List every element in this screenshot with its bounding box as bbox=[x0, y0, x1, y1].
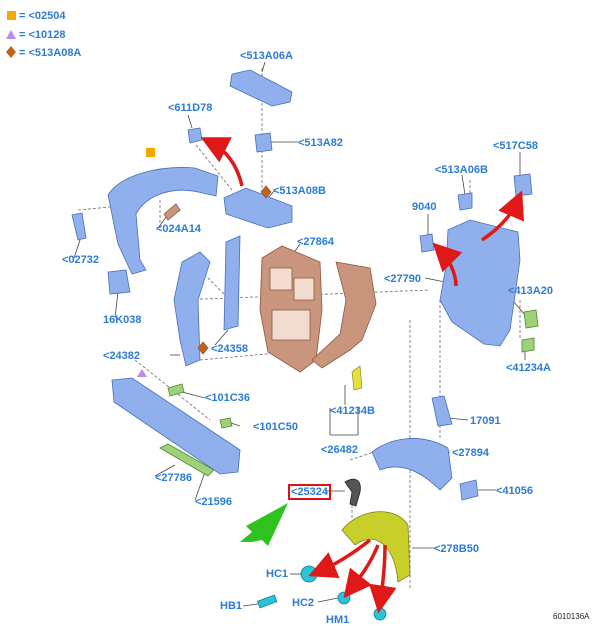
label-513a82[interactable]: <513A82 bbox=[298, 137, 343, 149]
part-diamond-24358 bbox=[197, 341, 209, 355]
label-9040[interactable]: 9040 bbox=[412, 201, 437, 213]
part-9040 bbox=[419, 233, 435, 253]
green-pointer-arrow-icon bbox=[240, 503, 288, 546]
blue-body-parts bbox=[71, 69, 533, 501]
legend-diamond-icon bbox=[6, 46, 16, 58]
part-517c58 bbox=[513, 173, 533, 197]
label-513a08b[interactable]: <513A08B bbox=[273, 185, 326, 197]
part-27864 bbox=[259, 245, 323, 373]
part-41056 bbox=[459, 479, 479, 501]
label-513a06a[interactable]: <513A06A bbox=[240, 50, 293, 62]
label-16k038[interactable]: 16K038 bbox=[103, 314, 142, 326]
part-513a06a bbox=[229, 69, 293, 107]
part-wheelhouse-front bbox=[107, 167, 219, 275]
legend-triangle-icon bbox=[6, 30, 16, 39]
label-hc1[interactable]: HC1 bbox=[266, 568, 289, 580]
part-hm1 bbox=[373, 607, 387, 621]
legend-triangle-text: = <10128 bbox=[19, 29, 66, 41]
marker-triangle-icon bbox=[137, 369, 147, 377]
label-hb1[interactable]: HB1 bbox=[220, 600, 243, 612]
legend-diamond-text: = <513A08A bbox=[19, 47, 82, 59]
label-24358[interactable]: <24358 bbox=[211, 343, 249, 355]
part-611d78 bbox=[187, 127, 203, 144]
part-101c50 bbox=[219, 417, 233, 429]
label-278b50[interactable]: <278B50 bbox=[434, 543, 479, 555]
part-24358 bbox=[223, 235, 241, 331]
label-41234b[interactable]: <41234B bbox=[330, 405, 375, 417]
part-27894 bbox=[371, 438, 453, 491]
part-27786 bbox=[159, 443, 215, 477]
part-25324 bbox=[344, 478, 361, 507]
label-101c50[interactable]: <101C50 bbox=[253, 421, 298, 433]
label-27786[interactable]: <27786 bbox=[155, 472, 193, 484]
label-517c58[interactable]: <517C58 bbox=[493, 140, 538, 152]
marker-square-icon bbox=[146, 148, 155, 157]
leader-lines bbox=[73, 61, 526, 607]
red-callout-arrows bbox=[200, 137, 524, 614]
label-26482[interactable]: <26482 bbox=[321, 444, 359, 456]
legend-square-text: = <02504 bbox=[19, 10, 66, 22]
part-hc2 bbox=[337, 591, 351, 605]
label-413a20[interactable]: <413A20 bbox=[508, 285, 553, 297]
label-17091[interactable]: 17091 bbox=[470, 415, 501, 427]
label-513a06b[interactable]: <513A06B bbox=[435, 164, 488, 176]
part-diamond-513a08b bbox=[260, 185, 272, 199]
label-27864[interactable]: <27864 bbox=[297, 236, 335, 248]
label-02732[interactable]: <02732 bbox=[62, 254, 100, 266]
part-17091 bbox=[431, 395, 453, 427]
part-413a20 bbox=[523, 309, 539, 329]
part-hc1 bbox=[300, 565, 318, 583]
part-101c36 bbox=[167, 383, 185, 397]
part-41234b bbox=[351, 365, 363, 391]
bronze-body-parts bbox=[163, 185, 377, 373]
part-513a82 bbox=[254, 132, 273, 153]
label-611d78[interactable]: <611D78 bbox=[168, 102, 213, 114]
part-41234a bbox=[521, 337, 535, 353]
figure-reference-code: 6010136A bbox=[553, 612, 590, 621]
label-41234a[interactable]: <41234A bbox=[506, 362, 551, 374]
part-rocker-panel bbox=[111, 377, 241, 475]
part-hinge-pillar-upper bbox=[223, 187, 293, 229]
part-27790 bbox=[439, 219, 521, 347]
label-27790[interactable]: <27790 bbox=[384, 273, 422, 285]
label-hm1[interactable]: HM1 bbox=[326, 614, 350, 626]
label-101c36[interactable]: <101C36 bbox=[205, 392, 250, 404]
label-024a14[interactable]: <024A14 bbox=[156, 223, 201, 235]
part-hb1 bbox=[257, 594, 278, 609]
part-024a14 bbox=[163, 203, 181, 221]
label-25324-highlighted[interactable]: <25324 bbox=[288, 484, 332, 500]
label-41056[interactable]: <41056 bbox=[496, 485, 534, 497]
label-21596[interactable]: <21596 bbox=[195, 496, 233, 508]
part-02732 bbox=[71, 212, 87, 241]
label-27894[interactable]: <27894 bbox=[452, 447, 490, 459]
part-26482 bbox=[311, 261, 377, 369]
label-hc2[interactable]: HC2 bbox=[292, 597, 315, 609]
part-513a06b bbox=[457, 192, 473, 211]
legend-square-icon bbox=[7, 11, 16, 20]
label-24382[interactable]: <24382 bbox=[103, 350, 141, 362]
part-24382 bbox=[173, 251, 211, 367]
part-16k038 bbox=[107, 269, 131, 295]
